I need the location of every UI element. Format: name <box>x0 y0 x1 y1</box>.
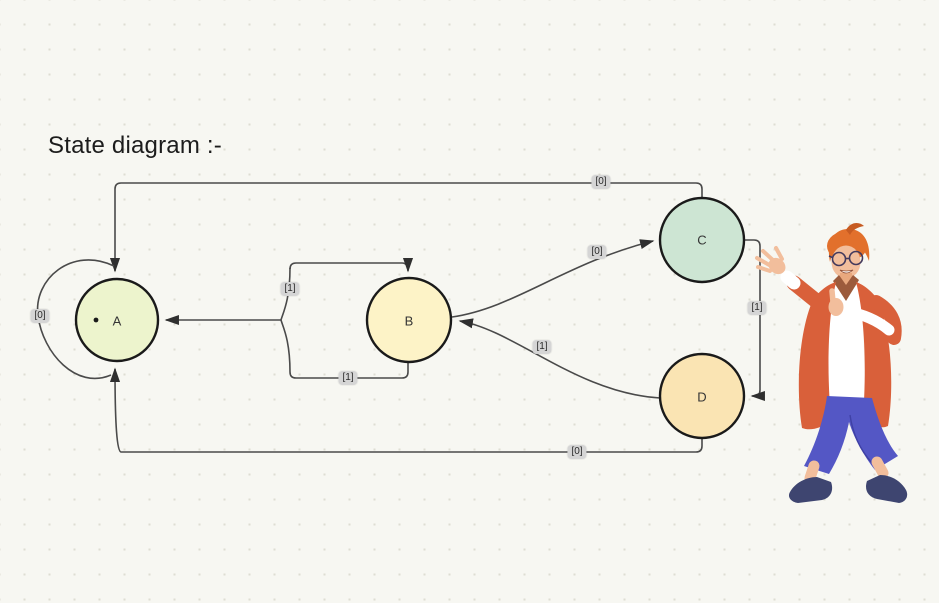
edge-c-to-d <box>744 239 765 402</box>
edge-d-to-b <box>458 318 661 399</box>
person-presenting-illustration <box>755 222 908 503</box>
edge-b-to-c <box>451 239 655 318</box>
edge-label-junction-to-b: [1] <box>280 282 300 296</box>
initial-state-dot <box>93 317 99 323</box>
edge-b-to-junction <box>289 362 409 379</box>
state-label-A: A <box>112 313 122 329</box>
page-title: State diagram :- <box>48 132 222 159</box>
state-label-D: D <box>697 389 707 405</box>
edge-junction-to-b <box>289 258 414 273</box>
state-node-C <box>658 196 746 284</box>
state-node-D <box>658 352 746 440</box>
edge-label-c-to-a: [0] <box>591 175 611 189</box>
edge-label-d-to-b: [1] <box>532 340 552 354</box>
state-label-C: C <box>697 232 707 248</box>
edge-label-b-to-c: [0] <box>587 245 607 259</box>
state-node-B <box>365 276 453 364</box>
edge-c-to-a <box>109 182 703 273</box>
edge-label-b-to-junction: [1] <box>338 371 358 385</box>
edge-label-d-to-a: [0] <box>567 445 587 459</box>
edge-label-c-to-d: [1] <box>747 301 767 315</box>
state-node-A <box>74 277 160 363</box>
state-label-B: B <box>404 313 414 329</box>
edge-label-a-self-loop: [0] <box>30 309 50 323</box>
edge-d-to-a <box>109 367 703 453</box>
